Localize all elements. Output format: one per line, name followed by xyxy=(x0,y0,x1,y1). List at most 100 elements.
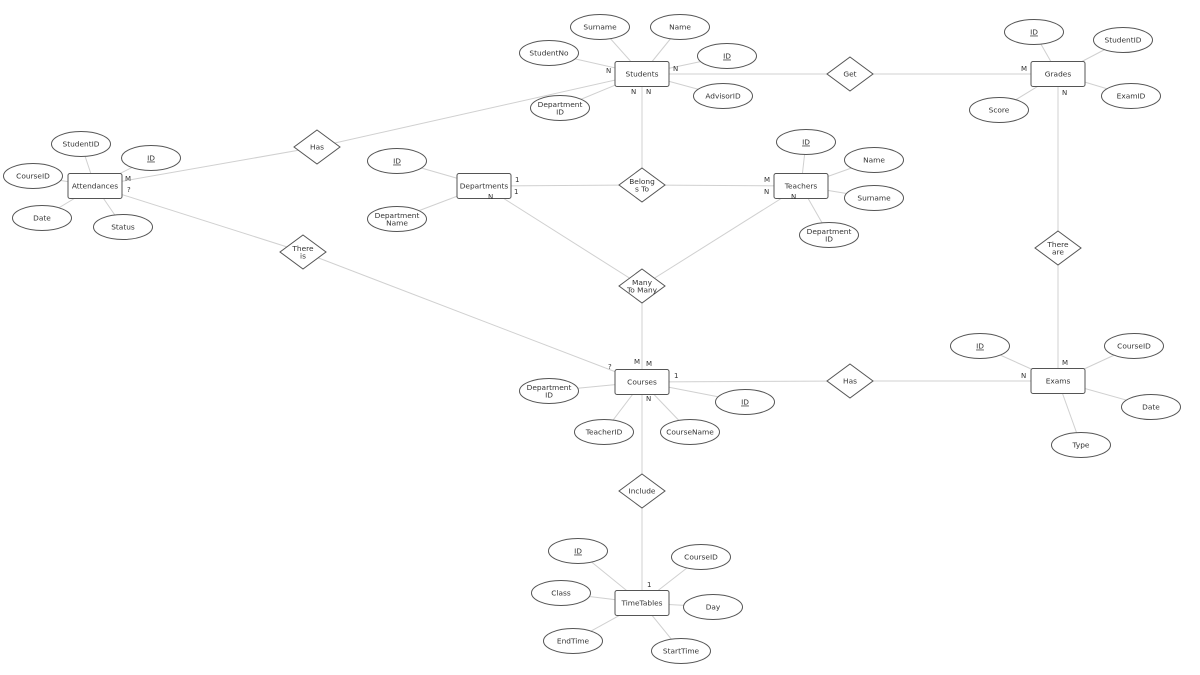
attribute-att-studentid[interactable]: StudentID xyxy=(51,131,111,157)
attribute-students-advisorid[interactable]: AdvisorID xyxy=(693,83,753,109)
attribute-ellipse xyxy=(1104,333,1164,359)
entity-attendances[interactable]: Attendances xyxy=(67,173,123,199)
attribute-grades-id[interactable]: ID xyxy=(1004,19,1064,45)
attribute-ellipse xyxy=(93,214,153,240)
attribute-label: Date xyxy=(33,214,51,223)
attribute-tt-endtime[interactable]: EndTime xyxy=(543,628,603,654)
key-attribute-label: ID xyxy=(741,398,749,407)
attribute-exams-type[interactable]: Type xyxy=(1051,432,1111,458)
attribute-courses-id[interactable]: ID xyxy=(715,389,775,415)
cardinality-label: M xyxy=(125,175,131,183)
entity-grades[interactable]: Grades xyxy=(1030,61,1086,87)
attribute-students-surname[interactable]: Surname xyxy=(570,14,630,40)
attribute-ellipse xyxy=(51,131,111,157)
attribute-label: ID xyxy=(825,234,833,243)
attribute-ellipse xyxy=(574,419,634,445)
attribute-label: Department xyxy=(538,100,583,109)
attribute-tt-starttime[interactable]: StartTime xyxy=(651,638,711,664)
attribute-att-status[interactable]: Status xyxy=(93,214,153,240)
attribute-students-name[interactable]: Name xyxy=(650,14,710,40)
attribute-grades-score[interactable]: Score xyxy=(969,97,1029,123)
attribute-label: CourseID xyxy=(1117,342,1151,351)
cardinality-label: N xyxy=(673,65,678,73)
attribute-label: Class xyxy=(551,589,571,598)
attribute-label: StudentID xyxy=(63,140,100,149)
attribute-label: Status xyxy=(111,223,135,232)
attribute-label: Type xyxy=(1072,441,1090,450)
entity-label: Departments xyxy=(460,182,509,191)
attribute-ellipse xyxy=(570,14,630,40)
attribute-teachers-id[interactable]: ID xyxy=(776,129,836,155)
attribute-teachers-name[interactable]: Name xyxy=(844,147,904,173)
attribute-ellipse xyxy=(367,148,427,174)
attribute-label: ID xyxy=(545,390,553,399)
attribute-att-id[interactable]: ID xyxy=(121,145,181,171)
entity-students[interactable]: Students xyxy=(614,61,670,87)
entity-courses[interactable]: Courses xyxy=(614,369,670,395)
cardinality-label: M xyxy=(764,176,770,184)
attribute-exams-date[interactable]: Date xyxy=(1121,394,1181,420)
relationship-diamond xyxy=(293,129,341,165)
relationship-label: Has xyxy=(310,143,324,152)
cardinality-labels: N N N N M N M ? 1 1 N M N N ? M M 1 N M … xyxy=(125,65,1068,589)
attribute-ellipse xyxy=(519,378,579,404)
attribute-ellipse xyxy=(1101,83,1161,109)
attribute-tt-courseid[interactable]: CourseID xyxy=(671,544,731,570)
attribute-ellipse xyxy=(1093,27,1153,53)
relationship-label: Get xyxy=(843,70,856,79)
entity-departments[interactable]: Departments xyxy=(456,173,512,199)
attribute-label: Surname xyxy=(583,23,617,32)
relationship-label: There xyxy=(1046,240,1069,249)
attribute-grades-examid[interactable]: ExamID xyxy=(1101,83,1161,109)
attribute-teachers-surname[interactable]: Surname xyxy=(844,185,904,211)
attribute-tt-id[interactable]: ID xyxy=(548,538,608,564)
entity-exams[interactable]: Exams xyxy=(1030,368,1086,394)
relationship-label: Belong xyxy=(629,177,655,186)
attribute-ellipse xyxy=(671,544,731,570)
entity-teachers[interactable]: Teachers xyxy=(773,173,829,199)
attribute-grades-studentid[interactable]: StudentID xyxy=(1093,27,1153,53)
key-attribute-label: ID xyxy=(574,547,582,556)
attribute-students-studentno[interactable]: StudentNo xyxy=(519,40,579,66)
attribute-exams-id[interactable]: ID xyxy=(950,333,1010,359)
entity-label: TimeTables xyxy=(620,599,662,608)
cardinality-label: N xyxy=(1062,89,1067,97)
relationship-has-exams[interactable]: Has xyxy=(826,363,874,399)
attribute-courses-teacherid[interactable]: TeacherID xyxy=(574,419,634,445)
attribute-exams-courseid[interactable]: CourseID xyxy=(1104,333,1164,359)
entity-timetables[interactable]: TimeTables xyxy=(614,590,670,616)
cardinality-label: 1 xyxy=(515,176,519,184)
attribute-dept-id[interactable]: ID xyxy=(367,148,427,174)
cardinality-label: 1 xyxy=(514,188,518,196)
attribute-att-courseid[interactable]: CourseID xyxy=(3,163,63,189)
attribute-ellipse xyxy=(1121,394,1181,420)
attribute-label: Day xyxy=(706,603,721,612)
attribute-ellipse xyxy=(1004,19,1064,45)
attribute-label: Date xyxy=(1142,403,1160,412)
attribute-students-id[interactable]: ID xyxy=(697,43,757,69)
attribute-tt-class[interactable]: Class xyxy=(531,580,591,606)
relationship-include[interactable]: Include xyxy=(618,473,666,509)
attribute-ellipse xyxy=(693,83,753,109)
attribute-label: ExamID xyxy=(1117,92,1146,101)
attribute-label: EndTime xyxy=(557,637,590,646)
relationship-has-students[interactable]: Has xyxy=(293,129,341,165)
attribute-courses-coursename[interactable]: CourseName xyxy=(660,419,720,445)
cardinality-label: 1 xyxy=(674,372,678,380)
attribute-label: CourseID xyxy=(684,553,718,562)
attribute-tt-day[interactable]: Day xyxy=(683,594,743,620)
entity-label: Attendances xyxy=(72,182,118,191)
relationship-get[interactable]: Get xyxy=(826,56,874,92)
attribute-att-date[interactable]: Date xyxy=(12,205,72,231)
